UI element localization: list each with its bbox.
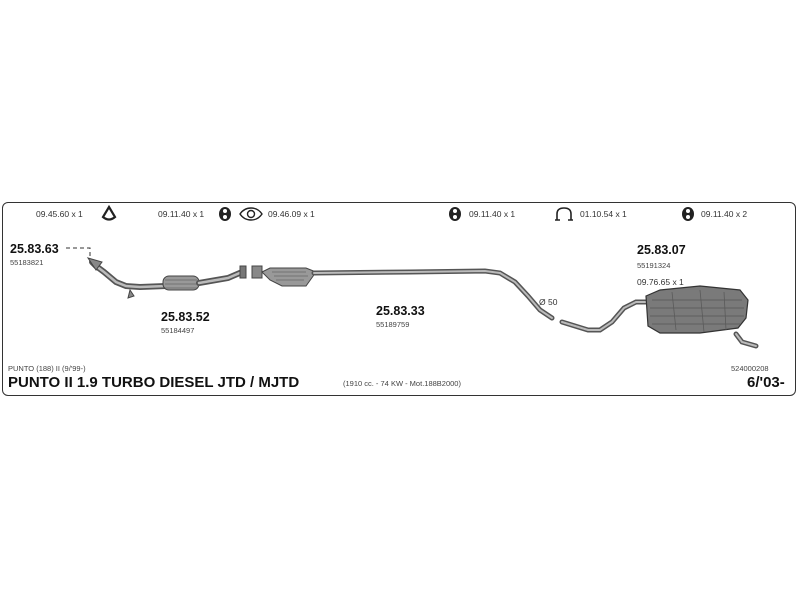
rubber-hanger-icon bbox=[449, 207, 461, 221]
accessory-code: 09.76.65 x 1 bbox=[637, 277, 684, 287]
hardware-code: 09.11.40 x 2 bbox=[701, 209, 748, 219]
front-pipe-drawing bbox=[86, 257, 247, 299]
part-number: 25.83.07 bbox=[637, 243, 686, 257]
hardware-code: 09.11.40 x 1 bbox=[469, 209, 516, 219]
hardware-code: 09.46.09 x 1 bbox=[268, 209, 315, 219]
production-date: 6/'03- bbox=[747, 374, 785, 391]
part-number: 25.83.63 bbox=[10, 242, 59, 256]
pipe-diameter-label: Ø 50 bbox=[539, 297, 558, 307]
vehicle-spec: (1910 cc. - 74 KW - Mot.188B2000) bbox=[343, 379, 461, 388]
vehicle-title: PUNTO II 1.9 TURBO DIESEL JTD / MJTD bbox=[8, 374, 300, 391]
rubber-hanger-icon bbox=[682, 207, 694, 221]
rear-silencer-drawing bbox=[559, 285, 759, 349]
leader-line bbox=[66, 247, 91, 256]
middle-pipe-drawing bbox=[251, 265, 555, 321]
part-number: 25.83.33 bbox=[376, 304, 425, 318]
oem-number: 55184497 bbox=[161, 326, 195, 335]
rubber-hanger-icon bbox=[219, 207, 231, 221]
flange-gasket-icon bbox=[239, 207, 263, 221]
pipe-clamp-icon bbox=[555, 207, 573, 221]
oem-number: 55191324 bbox=[637, 261, 671, 270]
hardware-code: 09.45.60 x 1 bbox=[36, 209, 83, 219]
catalog-number: 524000208 bbox=[731, 364, 769, 373]
hardware-code: 01.10.54 x 1 bbox=[580, 209, 627, 219]
oem-number: 55189759 bbox=[376, 320, 410, 329]
oem-number: 55183821 bbox=[10, 258, 44, 267]
vehicle-model-code: PUNTO (188) II (9/'99-) bbox=[8, 364, 86, 373]
part-number: 25.83.52 bbox=[161, 310, 210, 324]
hardware-code: 09.11.40 x 1 bbox=[158, 209, 205, 219]
gasket-ring-icon bbox=[101, 205, 117, 221]
